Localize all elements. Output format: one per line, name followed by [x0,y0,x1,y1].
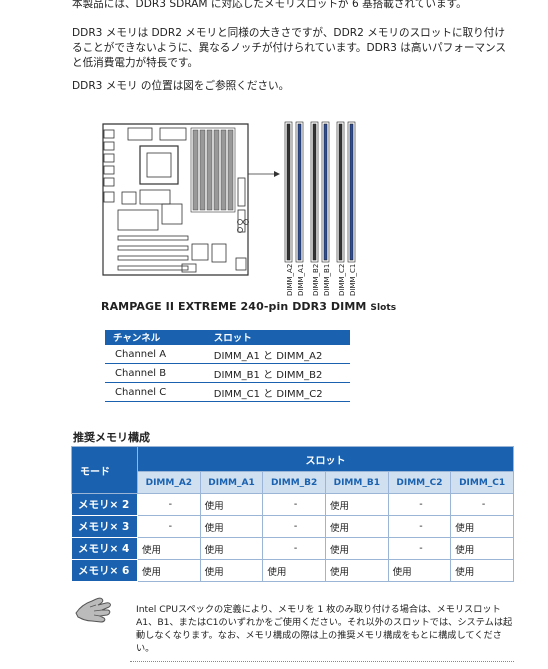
col-dimm-b1: DIMM_B1 [324,471,389,494]
slot-cell: DIMM_C1 と DIMM_C2 [177,382,350,402]
diagram-caption-slots: Slots [370,303,397,313]
slot-cell: DIMM_A1 と DIMM_A2 [177,344,350,364]
slot-label-c2: DIMM_C2 [338,264,346,296]
cell: 使用 [137,537,201,560]
table-row: メモリ× 4 使用 使用 - 使用 - 使用 [71,537,514,560]
cell: 使用 [199,493,264,516]
cell: 使用 [450,537,514,560]
row-label: メモリ× 2 [71,493,138,516]
channel-header: チャンネル [105,330,178,345]
cell: - [262,515,326,538]
cell: 使用 [387,559,452,582]
diagram-caption: RAMPAGE II EXTREME 240-pin DDR3 DIMM Slo… [101,300,396,313]
recommended-table: モード スロット DIMM_A2 DIMM_A1 DIMM_B2 DIMM_B1… [71,446,514,582]
slot-cell: DIMM_B1 と DIMM_B2 [177,363,350,383]
cell: 使用 [324,559,389,582]
row-label: メモリ× 4 [71,537,138,560]
channel-table: チャンネル スロット Channel A DIMM_A1 と DIMM_A2 C… [105,330,350,402]
intro-line-2: DDR3 メモリは DDR2 メモリと同様の大きさですが、DDR2 メモリのスロ… [72,27,507,69]
cell: - [262,493,326,516]
table-row: Channel B DIMM_B1 と DIMM_B2 [105,363,350,383]
cell: - [450,493,514,516]
note-text: Intel CPUスペックの定義により、メモリを 1 枚のみ取り付ける場合は、メ… [136,604,513,654]
col-dimm-b2: DIMM_B2 [262,471,326,494]
cell: 使用 [450,515,514,538]
motherboard-diagram: DIMM_A2 DIMM_A1 DIMM_B2 DIMM_B1 DIMM_C2 … [102,121,357,296]
intro-line-1: 本製品には、DDR3 SDRAM に対応したメモリスロットが 6 基搭載されてい… [72,0,467,10]
channel-cell: Channel B [105,363,178,383]
intro-line-3: DDR3 メモリ の位置は図をご参照ください。 [72,80,290,92]
table-row: メモリ× 3 - 使用 - 使用 - 使用 [71,515,514,538]
dimm-slots-enlarged: DIMM_A2 DIMM_A1 DIMM_B2 DIMM_B1 DIMM_C2 … [284,121,357,296]
mode-header: モード [71,446,138,494]
col-dimm-a2: DIMM_A2 [137,471,201,494]
table-row: メモリ× 6 使用 使用 使用 使用 使用 使用 [71,559,514,582]
cell: 使用 [450,559,514,582]
slot-label-a1: DIMM_A1 [297,264,305,296]
cell: 使用 [199,515,264,538]
cell: 使用 [324,493,389,516]
slot-label-a2: DIMM_A2 [286,264,294,296]
slot-label-c1: DIMM_C1 [349,264,357,296]
cell: 使用 [324,515,389,538]
board-outline [102,123,249,276]
table-row: Channel A DIMM_A1 と DIMM_A2 [105,344,350,364]
col-dimm-a1: DIMM_A1 [199,471,264,494]
table-row: メモリ× 2 - 使用 - 使用 - - [71,493,514,516]
col-dimm-c2: DIMM_C2 [387,471,452,494]
slot-header: スロット [177,330,350,345]
cell: - [137,515,201,538]
recommended-title: 推奨メモリ構成 [73,431,150,444]
cell: - [387,515,452,538]
cell: 使用 [137,559,201,582]
board-dimm-slots [192,129,234,211]
cell: - [387,493,452,516]
cell: - [262,537,326,560]
channel-cell: Channel A [105,344,178,364]
col-dimm-c1: DIMM_C1 [450,471,514,494]
cell: 使用 [199,559,264,582]
slot-group-header: スロット [137,446,514,472]
cell: - [137,493,201,516]
channel-cell: Channel C [105,382,178,402]
slot-label-b1: DIMM_B1 [323,264,331,296]
cpu-socket [139,145,179,185]
slot-label-b2: DIMM_B2 [312,264,320,296]
note-divider [130,661,514,662]
row-label: メモリ× 6 [71,559,138,582]
diagram-caption-text: RAMPAGE II EXTREME 240-pin DDR3 DIMM [101,300,367,313]
cell: - [387,537,452,560]
table-row: Channel C DIMM_C1 と DIMM_C2 [105,382,350,402]
hand-note-icon [75,597,111,623]
cell: 使用 [262,559,326,582]
cell: 使用 [199,537,264,560]
cell: 使用 [324,537,389,560]
row-label: メモリ× 3 [71,515,138,538]
